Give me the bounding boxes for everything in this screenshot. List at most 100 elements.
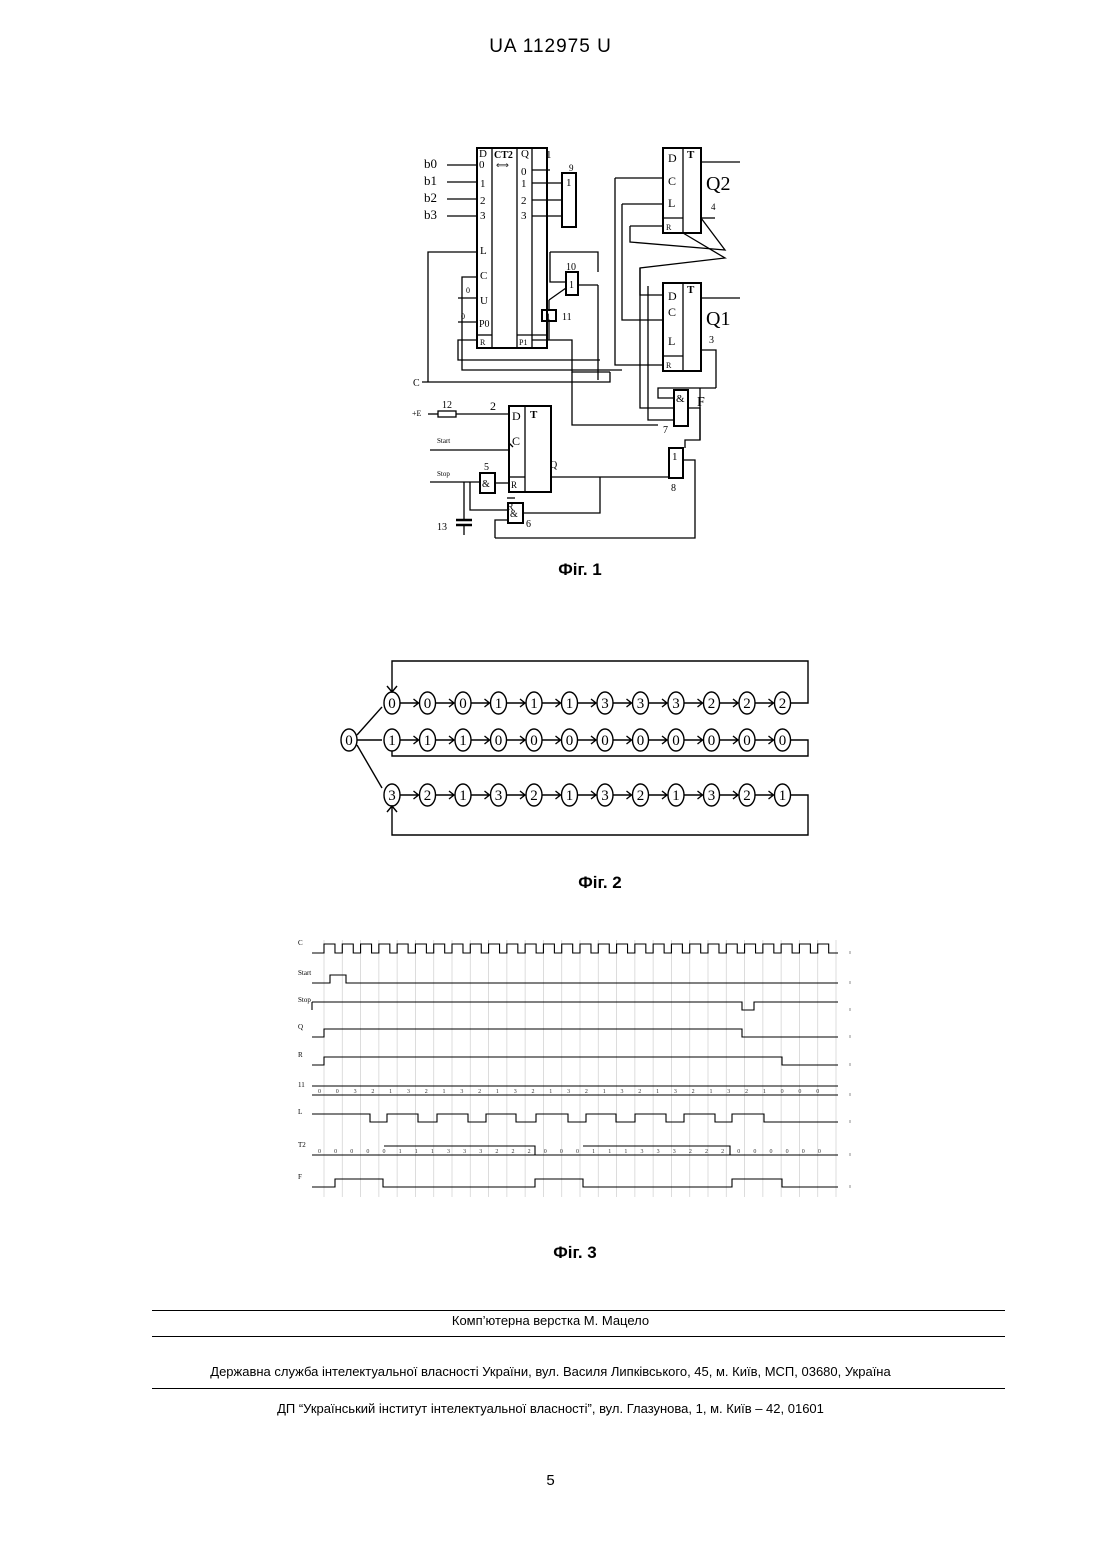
state-label: 2 xyxy=(530,788,538,804)
t2-value: 2 xyxy=(721,1149,724,1155)
counter-value: 2 xyxy=(425,1089,428,1095)
t2-value: 0 xyxy=(383,1149,386,1155)
footer-rule-2 xyxy=(152,1336,1005,1337)
transition-arrow xyxy=(471,736,490,744)
transition-arrow xyxy=(471,791,490,799)
gate9-sym: 1 xyxy=(566,177,572,189)
t2-pin-c: C xyxy=(512,434,520,448)
state-label: 2 xyxy=(743,696,751,712)
signal-label: C xyxy=(298,939,303,947)
transition-arrow xyxy=(684,699,703,707)
t2-value: 1 xyxy=(608,1149,611,1155)
transition-arrow xyxy=(684,791,703,799)
q1-label: Q1 xyxy=(706,308,730,330)
t2-value: 1 xyxy=(592,1149,595,1155)
state-label: 3 xyxy=(601,788,609,804)
t2-value: 0 xyxy=(770,1149,773,1155)
gate6-sym: & xyxy=(510,509,518,520)
transition-arrow xyxy=(755,791,774,799)
transition-arrow xyxy=(507,736,526,744)
plus-e-label: +E xyxy=(412,409,422,418)
ct-arrow: ⟺ xyxy=(496,160,509,170)
clock-waveform xyxy=(312,944,838,953)
counter-value: 1 xyxy=(496,1089,499,1095)
transition-arrow xyxy=(507,791,526,799)
q1-pin-d: D xyxy=(668,289,677,303)
t2-value: 0 xyxy=(753,1149,756,1155)
state-label: 3 xyxy=(495,788,503,804)
transition-arrow xyxy=(613,791,632,799)
ct-out-2: 2 xyxy=(521,195,527,207)
state-label: 0 xyxy=(388,696,396,712)
t2-value: 3 xyxy=(463,1149,466,1155)
transition-arrow xyxy=(613,736,632,744)
gate10-sym: 1 xyxy=(569,280,574,291)
counter-value: 2 xyxy=(745,1089,748,1095)
start-waveform xyxy=(312,975,838,983)
ct-pin-p0: P0 xyxy=(479,319,490,330)
l-waveform xyxy=(312,1114,838,1122)
transition-arrow xyxy=(649,699,668,707)
state-label: 0 xyxy=(530,733,538,749)
transition-arrow xyxy=(649,791,668,799)
page-number: 5 xyxy=(0,1472,1101,1489)
transition-arrow xyxy=(755,736,774,744)
t2-value: 0 xyxy=(350,1149,353,1155)
q2-label: Q2 xyxy=(706,173,730,195)
ct-pin-1: 1 xyxy=(480,178,486,190)
counter-value: 1 xyxy=(656,1089,659,1095)
q2-pin-r: R xyxy=(666,223,672,232)
t2-value: 0 xyxy=(576,1149,579,1155)
transition-arrow xyxy=(542,699,561,707)
t2-value: 1 xyxy=(399,1149,402,1155)
counter-value: 1 xyxy=(709,1089,712,1095)
transition-arrow xyxy=(755,699,774,707)
state-label: 2 xyxy=(637,788,645,804)
counter-value: 1 xyxy=(603,1089,606,1095)
q1-num: 3 xyxy=(709,335,714,346)
gate5-sym: & xyxy=(482,479,490,490)
counter-value: 3 xyxy=(727,1089,730,1095)
r-waveform xyxy=(312,1057,838,1065)
counter-value: 2 xyxy=(478,1089,481,1095)
ct-out-0: 0 xyxy=(521,166,527,178)
counter-value: 2 xyxy=(692,1089,695,1095)
t2-value: 1 xyxy=(415,1149,418,1155)
ct-pin-0: 0 xyxy=(479,159,485,171)
state-label: 0 xyxy=(566,733,574,749)
state-label: 3 xyxy=(708,788,716,804)
state-label: 2 xyxy=(743,788,751,804)
transition-arrow xyxy=(720,791,739,799)
state-label: 1 xyxy=(459,733,467,749)
q2-pin-l: L xyxy=(668,196,675,210)
transition-arrow xyxy=(436,791,455,799)
fig3-caption: Фіг. 3 xyxy=(475,1243,675,1263)
state-sequence-diagram: 0000111333222111000000000321321321321 xyxy=(330,655,820,845)
transition-arrow xyxy=(578,736,597,744)
start-arrow-top xyxy=(357,707,382,735)
counter-value: 0 xyxy=(318,1089,321,1095)
t2-value: 2 xyxy=(512,1149,515,1155)
gate5-num: 5 xyxy=(484,462,489,473)
gate6-num: 6 xyxy=(526,519,531,530)
counter-value: 2 xyxy=(532,1089,535,1095)
t2-value: 3 xyxy=(657,1149,660,1155)
transition-arrow xyxy=(436,736,455,744)
ct-pin-l: L xyxy=(480,245,487,257)
state-label: 0 xyxy=(459,696,467,712)
q1-pin-r: R xyxy=(666,361,672,370)
transition-arrow xyxy=(507,699,526,707)
t2-num: 2 xyxy=(490,399,496,413)
state-label: 0 xyxy=(424,696,432,712)
t2-value: 0 xyxy=(560,1149,563,1155)
state-label: 3 xyxy=(637,696,645,712)
counter-value: 3 xyxy=(407,1089,410,1095)
ct-out-1: 1 xyxy=(521,178,527,190)
resistor-num: 12 xyxy=(442,400,452,411)
transition-arrow xyxy=(720,699,739,707)
t2-value: 0 xyxy=(318,1149,321,1155)
counter-value: 3 xyxy=(567,1089,570,1095)
transition-arrow xyxy=(471,699,490,707)
q1-pin-l: L xyxy=(668,334,675,348)
transition-arrow xyxy=(578,699,597,707)
